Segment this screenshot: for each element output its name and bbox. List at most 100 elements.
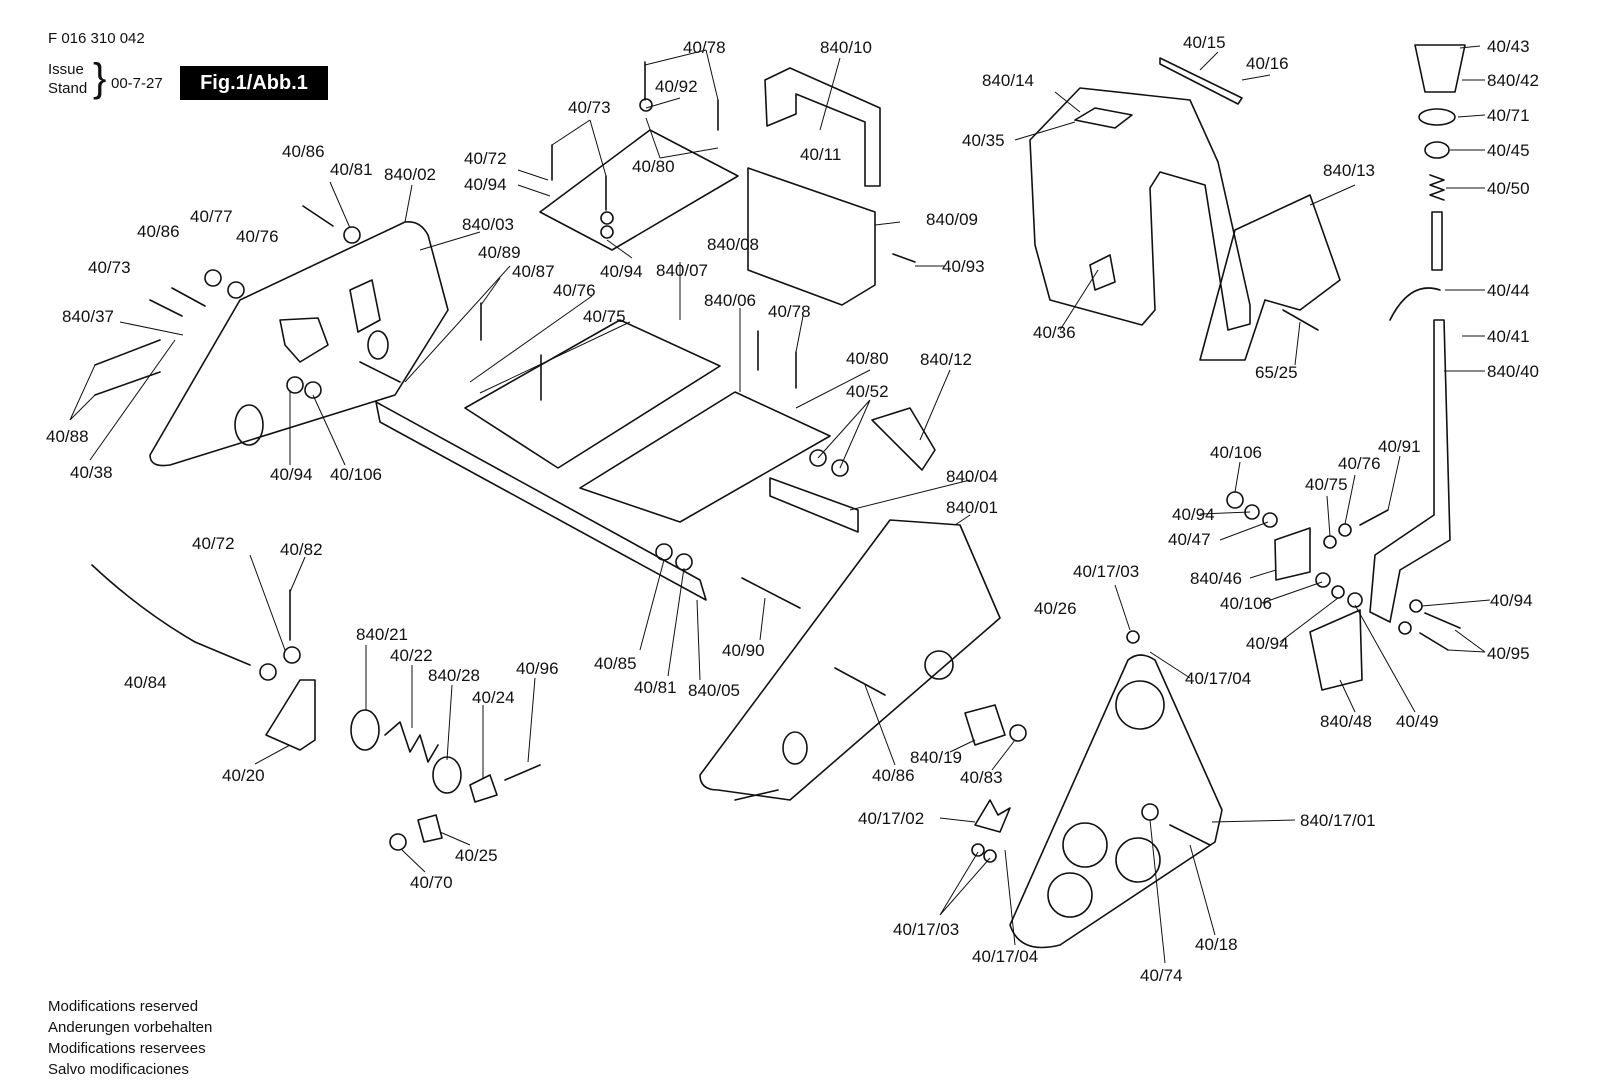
brace-symbol: } xyxy=(93,56,107,100)
part-label: 40/91 xyxy=(1378,437,1421,456)
panel-840-09 xyxy=(747,167,876,306)
stand-label: Stand xyxy=(48,80,88,97)
label-40-36 xyxy=(1089,254,1116,291)
part-label: 40/15 xyxy=(1183,33,1226,52)
part-label: 840/42 xyxy=(1487,71,1539,90)
washer-40-94 xyxy=(600,225,614,239)
part-label: 40/93 xyxy=(942,257,985,276)
screw-40-88 xyxy=(94,339,161,396)
bolt-40-89 xyxy=(359,361,401,383)
nut-40-106 xyxy=(1226,491,1244,509)
part-label: 40/17/04 xyxy=(1185,669,1251,688)
part-label: 840/19 xyxy=(910,748,962,767)
part-label: 840/13 xyxy=(1323,161,1375,180)
issue-label: Issue xyxy=(48,61,84,78)
part-label: 40/11 xyxy=(800,145,841,164)
plate-hole xyxy=(367,330,389,360)
nut-40-83 xyxy=(1009,724,1027,742)
leader-lines xyxy=(69,45,1491,964)
washer-40-72 xyxy=(283,646,301,664)
washer-40-81 xyxy=(343,226,361,244)
part-label: 40/83 xyxy=(960,768,1003,787)
part-label: 40/77 xyxy=(190,207,233,226)
part-label: 40/73 xyxy=(568,98,611,117)
part-label: 40/106 xyxy=(1210,443,1262,462)
part-label: 40/88 xyxy=(46,427,89,446)
part-label: 40/73 xyxy=(88,258,131,277)
part-label: 40/94 xyxy=(1172,505,1215,524)
part-label: 40/74 xyxy=(1140,966,1183,985)
footer-notes: Modifications reserved Anderungen vorbeh… xyxy=(48,996,212,1080)
screw-40-95 xyxy=(1419,612,1461,651)
part-label: 840/28 xyxy=(428,666,480,685)
part-label: 40/85 xyxy=(594,654,637,673)
part-label: 40/17/04 xyxy=(972,947,1038,966)
part-label: 40/78 xyxy=(768,302,811,321)
part-label: 40/76 xyxy=(236,227,279,246)
footer-line: Modifications reserved xyxy=(48,998,199,1015)
plate-hole xyxy=(782,731,808,765)
part-label: 40/36 xyxy=(1033,323,1076,342)
cable-40-84 xyxy=(91,564,251,666)
part-label: 40/26 xyxy=(1034,599,1077,618)
part-label: 840/06 xyxy=(704,291,756,310)
part-label: 40/80 xyxy=(846,349,889,368)
part-label: 40/78 xyxy=(683,38,726,57)
bracket-840-12 xyxy=(871,407,936,471)
washer-40-81 xyxy=(675,553,693,571)
screw-40-73 xyxy=(551,144,607,211)
part-label: 40/82 xyxy=(280,540,323,559)
cap-40-52 xyxy=(831,459,849,477)
plate-hole xyxy=(924,650,954,680)
washer-40-71 xyxy=(1418,108,1456,126)
part-label: 40/87 xyxy=(512,262,555,281)
screw-40-86b xyxy=(302,205,334,227)
part-label: 40/80 xyxy=(632,157,675,176)
part-label: 40/94 xyxy=(600,262,643,281)
part-label: 840/07 xyxy=(656,261,708,280)
shaft xyxy=(734,789,779,801)
part-label: 40/52 xyxy=(846,382,889,401)
part-label: 40/86 xyxy=(872,766,915,785)
screw-40-91 xyxy=(1359,509,1389,526)
cover-840-14 xyxy=(1029,87,1251,331)
nut-40-70 xyxy=(389,833,407,851)
part-label: 40/38 xyxy=(70,463,113,482)
part-label: 40/24 xyxy=(472,688,515,707)
screw-40-78 xyxy=(644,61,719,131)
bolt-40-78 xyxy=(757,330,797,389)
bracket-40-20 xyxy=(265,679,316,751)
part-label: 40/89 xyxy=(478,243,521,262)
part-label: 840/09 xyxy=(926,210,978,229)
parts-drawing xyxy=(91,44,1466,949)
screw-40-73 xyxy=(149,299,183,317)
sleeve-840-21 xyxy=(350,709,380,751)
part-label: 40/76 xyxy=(553,281,596,300)
part-label: 40/95 xyxy=(1487,644,1530,663)
footer-line: Salvo modificaciones xyxy=(48,1061,189,1078)
part-label: 40/35 xyxy=(962,131,1005,150)
cover-840-10 xyxy=(764,67,881,187)
document-number: F 016 310 042 xyxy=(48,30,145,47)
part-label: 40/43 xyxy=(1487,37,1530,56)
part-label: 40/72 xyxy=(464,149,507,168)
part-label: 40/41 xyxy=(1487,327,1530,346)
part-label: 40/17/03 xyxy=(893,920,959,939)
bar-840-04 xyxy=(769,477,859,533)
nut xyxy=(259,663,277,681)
part-label: 40/22 xyxy=(390,646,433,665)
nut-40-85 xyxy=(655,543,673,561)
part-label: 40/84 xyxy=(124,673,167,692)
spring-40-50 xyxy=(1429,174,1445,201)
part-label: 40/106 xyxy=(330,465,382,484)
guard-840-13 xyxy=(1199,194,1341,361)
washer-40-74 xyxy=(1141,803,1159,821)
part-label: 840/21 xyxy=(356,625,408,644)
bolt-40-86 xyxy=(834,667,886,696)
cap-40-17-03 xyxy=(983,849,997,863)
disc-840-28 xyxy=(432,756,462,794)
part-label: 40/45 xyxy=(1487,141,1530,160)
screw-40-86 xyxy=(171,287,206,307)
part-label: 840/40 xyxy=(1487,362,1539,381)
